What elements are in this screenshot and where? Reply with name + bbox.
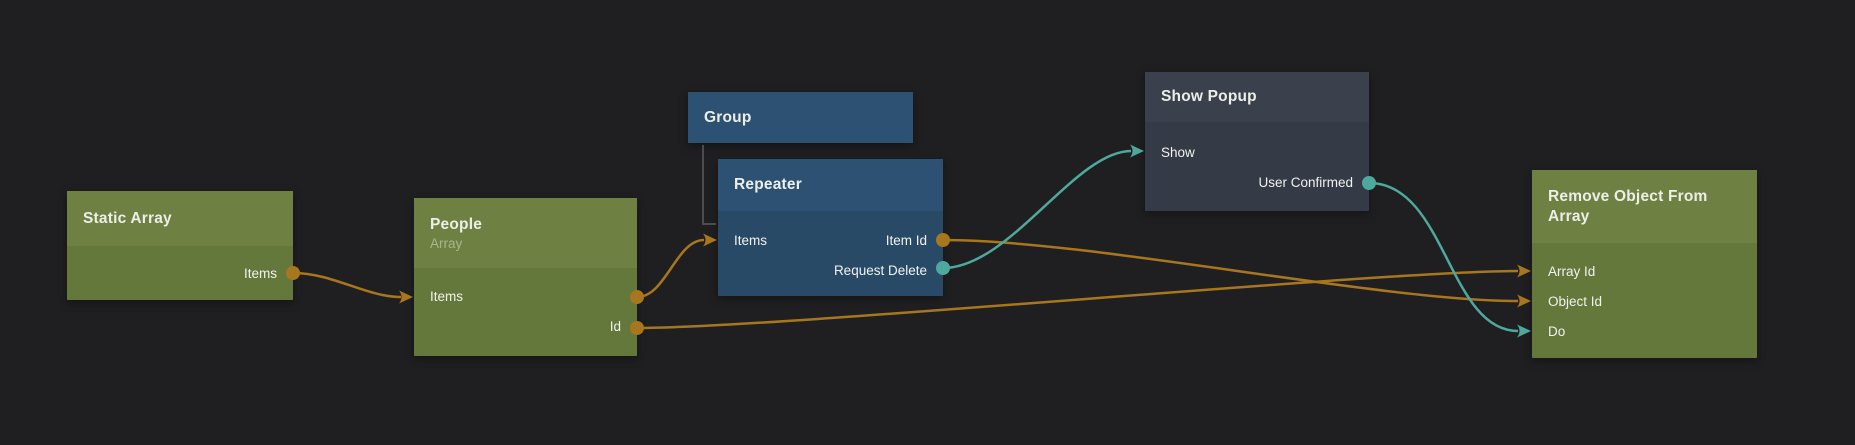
port-row-do[interactable]: Do [1532, 316, 1757, 346]
node-header: Repeater [718, 159, 943, 211]
port-label: Object Id [1548, 293, 1603, 309]
port-label: Do [1548, 323, 1566, 339]
arrowhead-showpopup-show [1130, 144, 1144, 158]
node-header: People Array [414, 198, 637, 268]
arrowhead-remove-do [1517, 324, 1531, 338]
wire-showpopup-userconfirmed-to-remove-do[interactable] [1368, 181, 1519, 333]
node-header: Remove Object From Array [1532, 170, 1757, 243]
port-label: Id [609, 318, 621, 334]
port-dot-repeater-request-delete[interactable] [936, 261, 950, 275]
node-body: Items [67, 246, 293, 288]
port-row-request-delete[interactable]: Request Delete [718, 255, 943, 285]
node-title: Static Array [83, 209, 172, 227]
node-title: People [430, 215, 483, 233]
port-label: Items [243, 265, 277, 281]
node-show-popup[interactable]: Show Popup Show User Confirmed [1145, 72, 1369, 211]
port-label: Show [1161, 144, 1195, 160]
port-row-id-output[interactable]: Id [414, 311, 637, 341]
node-title: Repeater [734, 176, 802, 194]
node-people[interactable]: People Array Items Id [414, 198, 637, 356]
port-label: Array Id [1548, 263, 1596, 279]
wire-staticarray-items-to-people-items[interactable] [292, 271, 402, 299]
wire-repeater-itemid-to-remove-object-id[interactable] [942, 238, 1519, 303]
port-label: Request Delete [833, 262, 927, 278]
port-dot-repeater-item-id[interactable] [936, 233, 950, 247]
node-title: Remove Object From Array [1548, 188, 1708, 225]
port-dot-people-id[interactable] [630, 321, 644, 335]
port-label-items: Items [734, 232, 768, 248]
arrowhead-repeater-items [703, 233, 717, 247]
port-row-items-output[interactable]: Items [67, 258, 293, 288]
wire-people-items-to-repeater-items[interactable] [636, 238, 705, 299]
port-label: Items [430, 288, 464, 304]
node-remove-object-from-array[interactable]: Remove Object From Array Array Id Object… [1532, 170, 1757, 358]
port-row-items[interactable]: Items [414, 281, 637, 311]
node-header: Group [688, 92, 913, 143]
port-row-user-confirmed[interactable]: User Confirmed [1145, 167, 1369, 197]
arrowhead-remove-array-id [1517, 264, 1531, 278]
port-row-object-id[interactable]: Object Id [1532, 286, 1757, 316]
wire-repeater-requestdelete-to-showpopup-show[interactable] [942, 149, 1132, 270]
port-row-array-id[interactable]: Array Id [1532, 256, 1757, 286]
node-body: Show User Confirmed [1145, 122, 1369, 197]
port-dot-showpopup-user-confirmed[interactable] [1362, 176, 1376, 190]
port-dot-staticarray-items[interactable] [286, 266, 300, 280]
node-title: Show Popup [1161, 88, 1257, 106]
node-body: Items Id [414, 268, 637, 341]
node-body: Array Id Object Id Do [1532, 243, 1757, 346]
arrowhead-remove-object-id [1517, 294, 1531, 308]
port-row-show[interactable]: Show [1145, 137, 1369, 167]
port-label: User Confirmed [1258, 174, 1353, 190]
node-title: Group [704, 108, 752, 126]
port-row-items-itemid[interactable]: Items Item Id [718, 225, 943, 255]
port-dot-people-items[interactable] [630, 290, 644, 304]
port-label-item-id: Item Id [885, 232, 927, 248]
node-group[interactable]: Group [688, 92, 913, 143]
arrowhead-people-items [399, 290, 413, 304]
node-static-array[interactable]: Static Array Items [67, 191, 293, 300]
node-header: Static Array [67, 191, 293, 246]
node-repeater[interactable]: Repeater Items Item Id Request Delete [718, 159, 943, 296]
node-header: Show Popup [1145, 72, 1369, 122]
hierarchy-line-group-repeater [702, 145, 716, 225]
node-body: Items Item Id Request Delete [718, 211, 943, 285]
wire-people-id-to-remove-array-id[interactable] [636, 269, 1519, 330]
node-subtitle: Array [430, 236, 463, 252]
